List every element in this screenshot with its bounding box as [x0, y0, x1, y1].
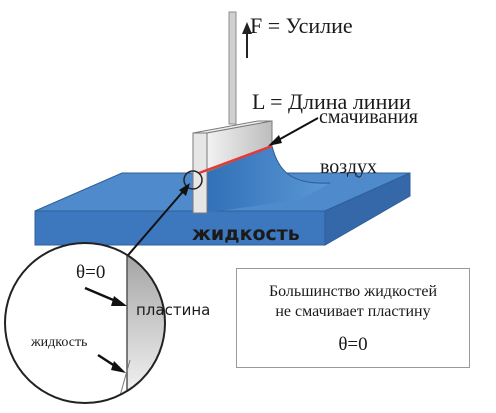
note-line-1: Большинство жидкостей: [268, 283, 438, 300]
wetting-label: смачивания: [319, 106, 418, 128]
magnifier-marker: [183, 170, 203, 190]
wetting-pointer-arrow-icon: [268, 117, 319, 146]
force-arrow-icon: [242, 22, 252, 58]
force-label: F = Усилие: [250, 13, 353, 38]
wetting-length-label: L = Длина линии: [252, 89, 411, 114]
inset-theta-label: θ=0: [76, 262, 106, 283]
note-line-2: не смачивает пластину: [275, 303, 431, 320]
inset-liquid-arrow-icon: [97, 353, 126, 373]
note-box: Большинство жидкостей не смачивает пласт…: [236, 268, 470, 368]
magnifier-leader-arrow-icon: [116, 183, 190, 269]
note-theta: θ=0: [338, 334, 368, 355]
inset-liquid-label: жидкость: [31, 335, 88, 350]
liquid-label: жидкость: [192, 223, 300, 245]
wilhelmy-plate: [192, 120, 273, 214]
suspension-rod: [228, 11, 237, 125]
inset-plate-label: пластина: [136, 301, 211, 319]
theta-arrow-icon: [84, 286, 127, 306]
air-label: воздух: [320, 156, 378, 178]
wetting-line: [198, 144, 273, 175]
